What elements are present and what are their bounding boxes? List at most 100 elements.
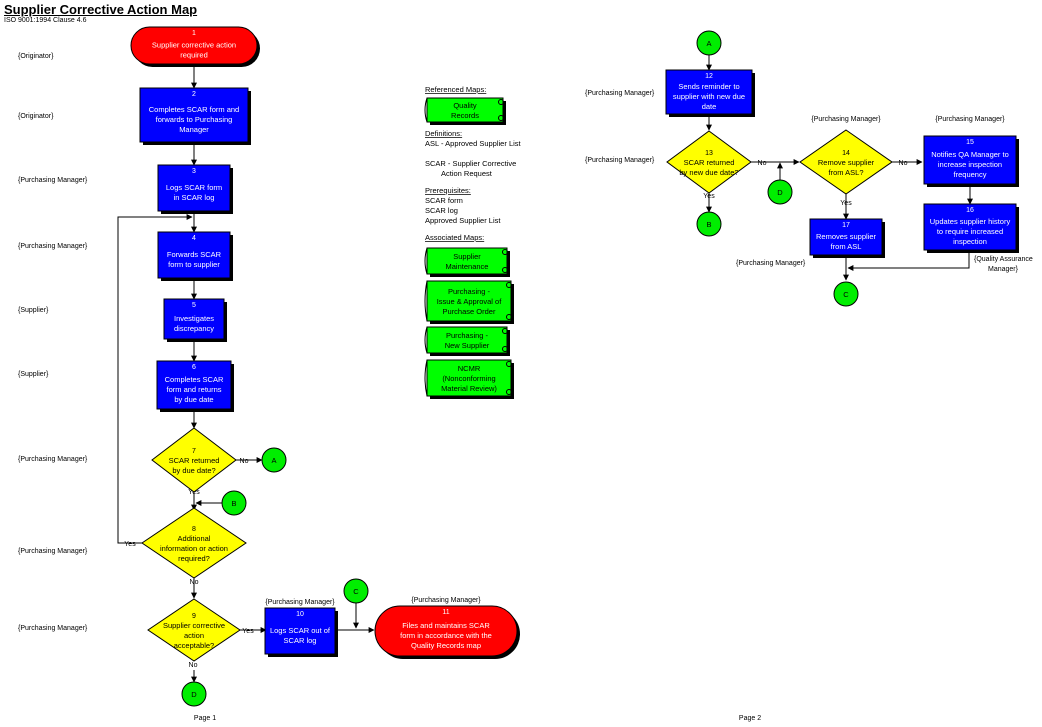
- yes-label: Yes: [188, 489, 200, 496]
- step-14-role: {Purchasing Manager}: [811, 116, 881, 123]
- shape-body: [157, 164, 231, 212]
- step-text: Logs SCAR form: [166, 183, 222, 192]
- connector-letter: A: [271, 456, 276, 465]
- decision-body: [666, 130, 752, 194]
- step-text: information or action: [160, 544, 228, 553]
- flow-connections: NoYesYesNoYesNoNoYesNoYes: [117, 55, 973, 683]
- step-text: from ASL: [831, 242, 862, 251]
- connector-circle: [833, 281, 859, 307]
- map-label: Purchasing -: [446, 331, 489, 340]
- connector-circle: [261, 447, 287, 473]
- step-text: Completes SCAR: [165, 375, 224, 384]
- step-number: 12: [705, 73, 713, 80]
- prerequisite-item: Approved Supplier List: [425, 216, 501, 225]
- map-label: Supplier: [453, 252, 481, 261]
- step-16-role: Manager}: [988, 266, 1019, 273]
- no-label: No: [189, 662, 198, 669]
- associated-map[interactable]: Purchasing -New Supplier: [424, 326, 510, 356]
- step-text: discrepancy: [174, 324, 214, 333]
- map-body: [426, 359, 512, 397]
- step-text: acceptable?: [174, 641, 214, 650]
- step-text: form and returns: [166, 385, 221, 394]
- step-text: Manager: [179, 125, 209, 134]
- definition-scar: SCAR - Supplier Corrective: [425, 159, 516, 168]
- step-text: Notifies QA Manager to: [931, 150, 1009, 159]
- referenced-maps-heading: Referenced Maps:: [425, 85, 486, 94]
- step-number: 10: [296, 611, 304, 618]
- map-curl-left: [424, 359, 428, 397]
- connector-letter: B: [706, 220, 711, 229]
- step-number: 1: [192, 30, 196, 37]
- map-curl-left: [424, 280, 428, 322]
- map-curl-left: [424, 326, 428, 354]
- map-curl-left: [424, 97, 428, 123]
- map-label: Material Review): [441, 384, 497, 393]
- swimlane-label: {Originator}: [18, 113, 54, 120]
- shape-body: [665, 69, 753, 115]
- connector-c-in[interactable]: C: [343, 578, 369, 604]
- connector-letter: C: [843, 290, 849, 299]
- decision-body: [147, 598, 241, 662]
- connector-d-in[interactable]: D: [767, 179, 793, 205]
- connector-d-out[interactable]: D: [181, 681, 207, 707]
- map-body: [426, 247, 508, 275]
- map-label: New Supplier: [445, 341, 490, 350]
- step-text: by new due date?: [679, 168, 738, 177]
- swimlane-label: {Purchasing Manager}: [18, 243, 88, 250]
- step-text: increase inspection: [938, 160, 1002, 169]
- step-text: inspection: [953, 237, 987, 246]
- swimlane-label: {Purchasing Manager}: [18, 177, 88, 184]
- connector-letter: B: [231, 499, 236, 508]
- connector-letter: D: [777, 188, 783, 197]
- step-15-role: {Purchasing Manager}: [935, 116, 1005, 123]
- connector-b-in[interactable]: B: [221, 490, 247, 516]
- prerequisite-item: SCAR log: [425, 206, 458, 215]
- no-label: No: [240, 458, 249, 465]
- yes-label: Yes: [840, 200, 852, 207]
- step-number: 9: [192, 613, 196, 620]
- step-number: 4: [192, 235, 196, 242]
- step-text: form in accordance with the: [400, 631, 492, 640]
- map-label: NCMR: [458, 364, 481, 373]
- decision-body: [141, 507, 247, 579]
- shape-body: [264, 607, 336, 655]
- definitions-heading: Definitions:: [425, 129, 462, 138]
- shape-body: [139, 87, 249, 143]
- step-text: Logs SCAR out of: [270, 626, 331, 635]
- step-text: Quality Records map: [411, 641, 481, 650]
- connector-c-out[interactable]: C: [833, 281, 859, 307]
- step-text: supplier with new due: [673, 92, 745, 101]
- decision-body: [799, 129, 893, 195]
- associated-map[interactable]: Purchasing -Issue & Approval ofPurchase …: [424, 280, 514, 324]
- connector-a-in[interactable]: A: [696, 30, 722, 56]
- connector-b-out[interactable]: B: [696, 211, 722, 237]
- page-subtitle: ISO 9001:1994 Clause 4.6: [4, 17, 87, 24]
- connector-a-out[interactable]: A: [261, 447, 287, 473]
- map-label: Purchasing -: [448, 287, 491, 296]
- prerequisite-item: SCAR form: [425, 196, 463, 205]
- map-curl-bottom: [506, 314, 512, 320]
- no-label: No: [190, 579, 199, 586]
- step-number: 6: [192, 364, 196, 371]
